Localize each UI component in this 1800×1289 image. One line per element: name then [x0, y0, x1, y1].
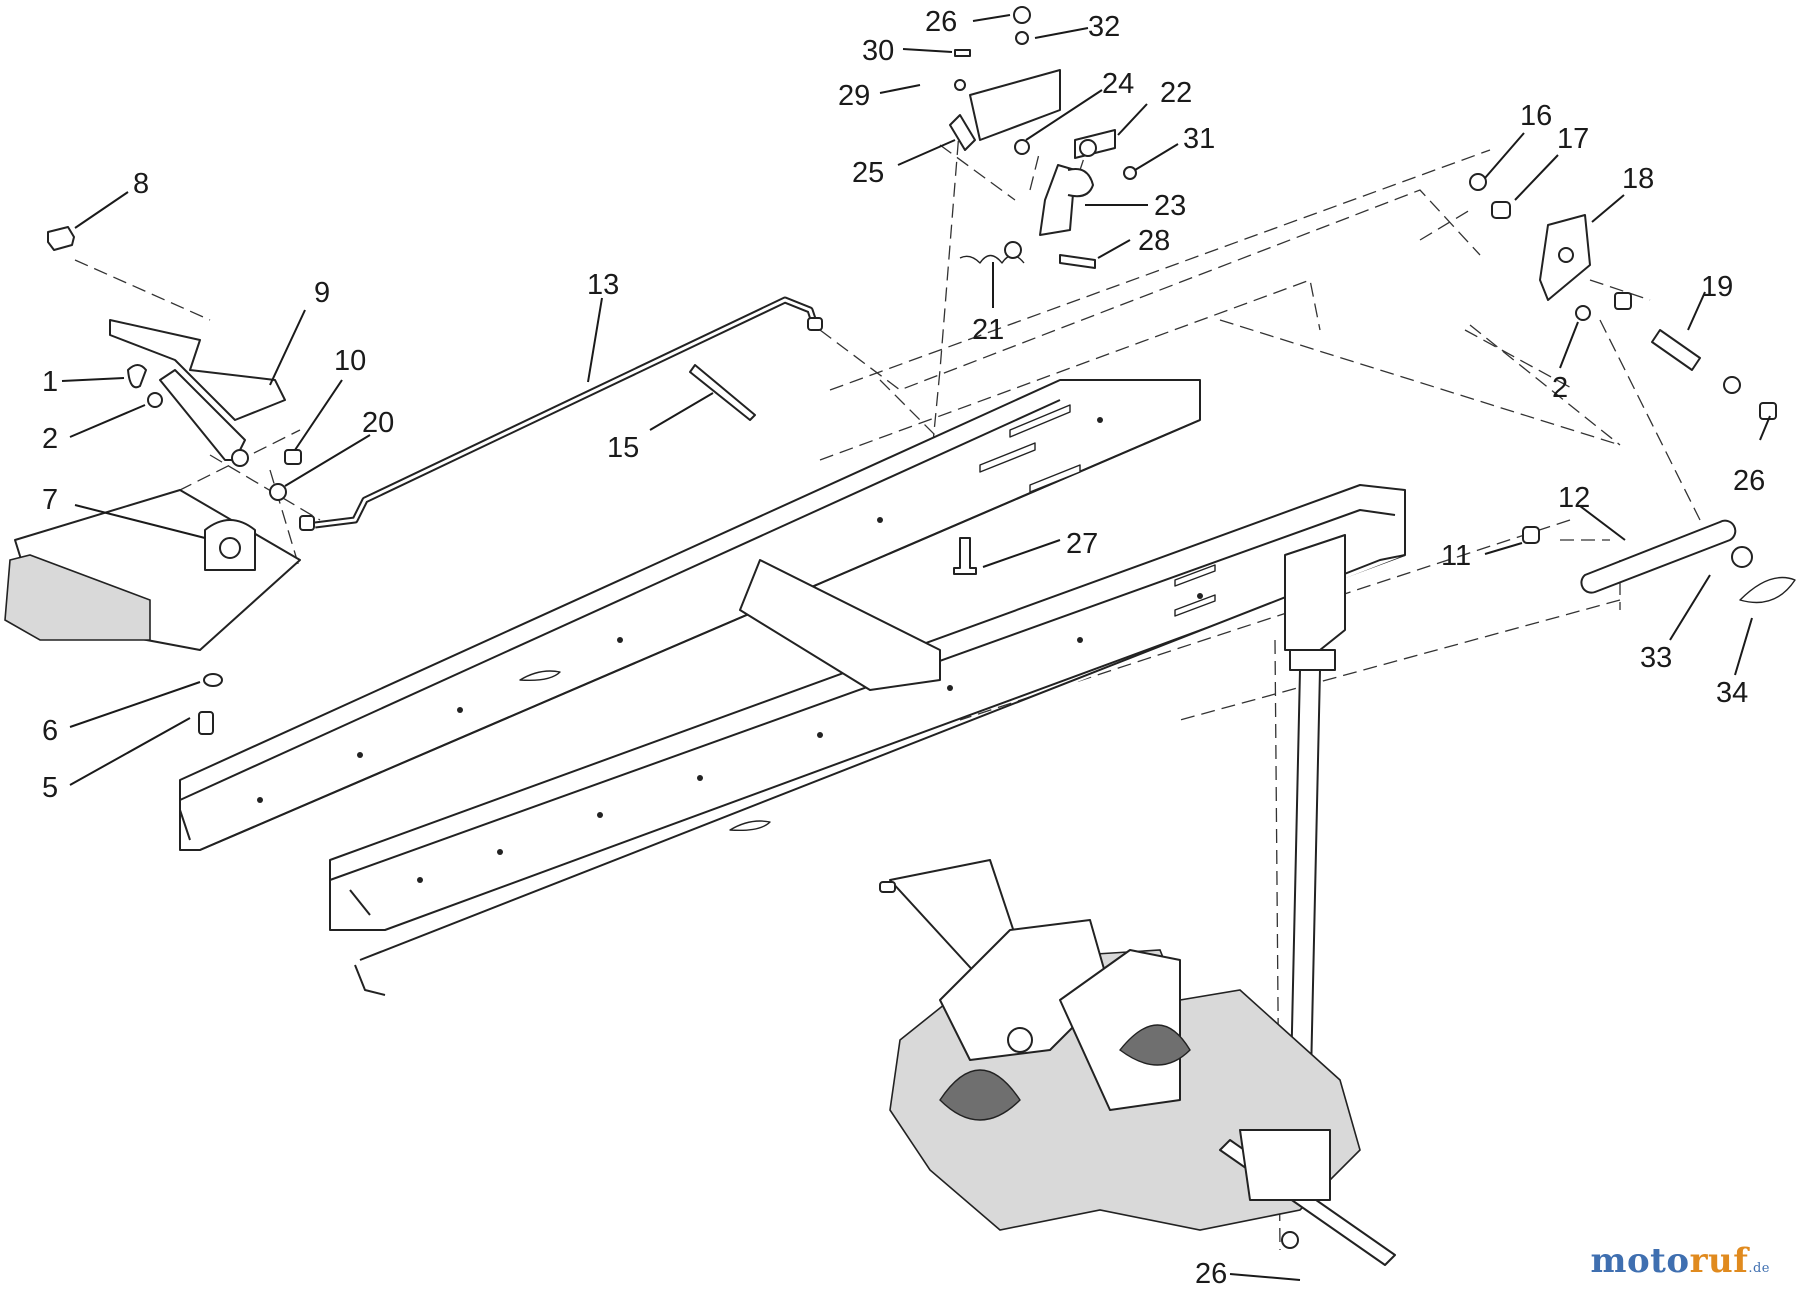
callout-8: 8	[133, 168, 149, 200]
callout-26-top: 26	[925, 6, 957, 38]
callout-20: 20	[362, 407, 394, 439]
callout-15: 15	[607, 432, 639, 464]
pedal-lever	[109, 319, 286, 467]
callout-26-bottom: 26	[1195, 1258, 1227, 1289]
callout-5: 5	[42, 772, 58, 804]
callout-labels: 1 2 2 5 6 7 8 9 10 11 12 13 15 16 17 18 …	[42, 6, 1765, 1289]
callout-6: 6	[42, 715, 58, 747]
rear-frame-rail	[329, 484, 1406, 996]
callout-17: 17	[1557, 123, 1589, 155]
callout-33: 33	[1640, 642, 1672, 674]
callout-24: 24	[1102, 68, 1134, 100]
watermark-part-b: ruf	[1689, 1241, 1749, 1281]
callout-32: 32	[1088, 11, 1120, 43]
callout-9: 9	[314, 277, 330, 309]
control-rod	[299, 296, 823, 531]
watermark-part-a: moto	[1590, 1241, 1690, 1281]
front-frame-rail	[179, 379, 1201, 851]
callout-19: 19	[1701, 271, 1733, 303]
callout-13: 13	[587, 269, 619, 301]
callout-16: 16	[1520, 100, 1552, 132]
callout-29: 29	[838, 80, 870, 112]
transaxle-assembly	[879, 859, 1396, 1266]
watermark-tld: .de	[1748, 1261, 1770, 1276]
callout-30: 30	[862, 35, 894, 67]
callout-11: 11	[1441, 540, 1471, 572]
callout-31: 31	[1183, 123, 1215, 155]
callout-10: 10	[334, 345, 366, 377]
callout-34: 34	[1716, 677, 1748, 709]
callout-22: 22	[1160, 77, 1192, 109]
callout-23: 23	[1154, 190, 1186, 222]
pedal-mount-plate	[4, 489, 301, 651]
callout-21: 21	[972, 314, 1004, 346]
callout-2-left: 2	[42, 423, 58, 455]
callout-26-right: 26	[1733, 465, 1765, 497]
callout-2-right: 2	[1552, 372, 1568, 404]
upper-bracket-assembly	[949, 6, 1137, 269]
callout-1: 1	[42, 366, 58, 398]
callout-25: 25	[852, 157, 884, 189]
callout-12: 12	[1558, 482, 1590, 514]
hardware-small-parts	[47, 173, 1796, 735]
site-watermark: motoruf.de	[1591, 1241, 1770, 1281]
callout-28: 28	[1138, 225, 1170, 257]
callout-18: 18	[1622, 163, 1654, 195]
callout-27: 27	[1066, 528, 1098, 560]
leader-lines	[61, 14, 1771, 1281]
transaxle-upright	[1284, 534, 1346, 1121]
callout-7: 7	[42, 484, 58, 516]
